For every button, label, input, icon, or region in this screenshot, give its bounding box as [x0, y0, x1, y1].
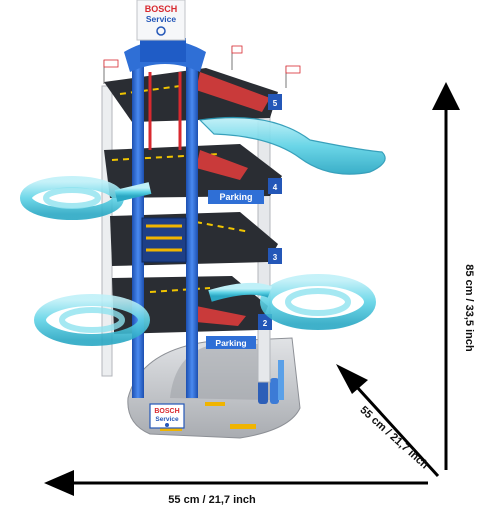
parking-sign-upper: Parking	[208, 190, 264, 204]
right-lower-spiral	[208, 274, 376, 330]
svg-text:BOSCH: BOSCH	[154, 408, 179, 415]
height-arrow	[432, 82, 460, 470]
height-label: 85 cm / 33,5 inch	[463, 264, 475, 352]
roof-flags	[103, 45, 301, 88]
width-arrow	[44, 470, 428, 496]
upper-right-ramp	[198, 116, 386, 175]
depth-label: 55 cm / 21,7 inch	[358, 404, 431, 472]
top-bosch-sign: BOSCH Service	[136, 0, 186, 41]
svg-text:Service: Service	[146, 14, 177, 24]
svg-text:4: 4	[273, 183, 278, 192]
svg-text:Parking: Parking	[215, 338, 246, 348]
svg-text:55 cm / 21,7 inch: 55 cm / 21,7 inch	[168, 494, 256, 506]
left-lower-spiral	[34, 294, 150, 346]
left-spiral-ramp	[20, 176, 152, 220]
svg-text:Parking: Parking	[219, 192, 252, 202]
parking-sign-lower: Parking	[206, 336, 256, 349]
elevator-tower	[124, 38, 206, 398]
svg-text:BOSCH: BOSCH	[145, 4, 178, 14]
svg-text:55 cm / 21,7 inch: 55 cm / 21,7 inch	[358, 404, 431, 472]
svg-text:5: 5	[273, 99, 278, 108]
depth-arrow	[336, 364, 440, 478]
svg-text:3: 3	[273, 253, 278, 262]
svg-text:Service: Service	[155, 416, 179, 423]
width-label: 55 cm / 21,7 inch	[168, 494, 256, 506]
svg-text:85 cm / 33,5 inch: 85 cm / 33,5 inch	[463, 264, 475, 352]
svg-text:2: 2	[263, 319, 268, 328]
base-bosch-sign: BOSCH Service	[149, 403, 185, 429]
